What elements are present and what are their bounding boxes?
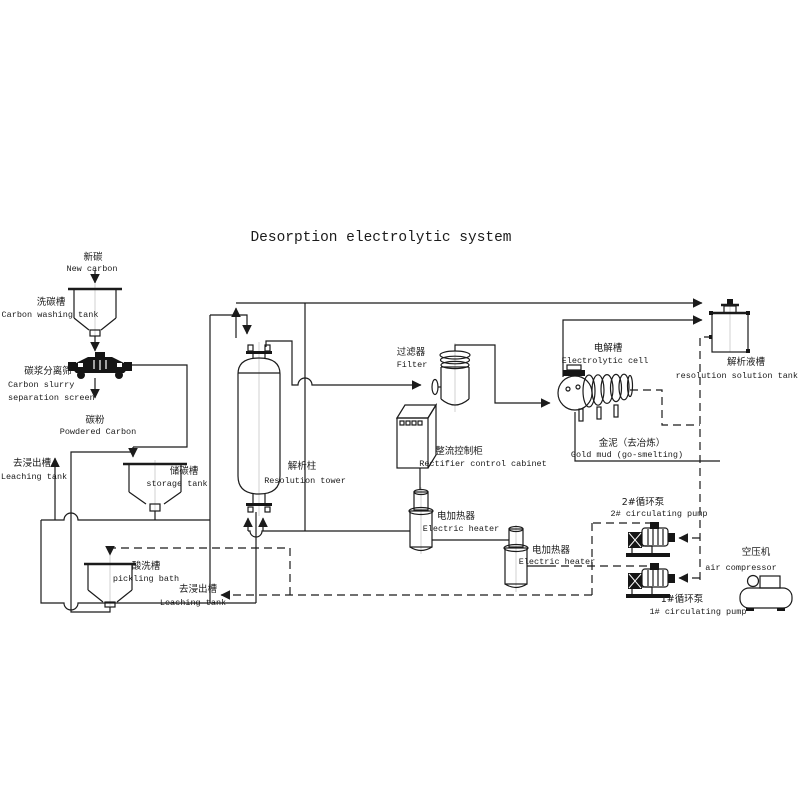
diagram-labels: 新碳 New carbon 洗碳槽 Carbon washing tank 碳浆… [1, 251, 798, 617]
circulating-pump-2-label-en: 2# circulating pump [611, 509, 708, 519]
storage-discharge-header [41, 512, 210, 521]
filter-to-cell-line [454, 344, 551, 408]
separation-screen-label-en1: Carbon slurry [8, 380, 74, 390]
gold-mud-line [574, 412, 720, 462]
leaching-tank-bottom-label-en: Leaching tank [160, 598, 226, 608]
new-carbon-label-zh: 新碳 [83, 251, 103, 263]
powdered-carbon-label-zh: 碳粉 [85, 414, 105, 426]
carbon-washing-tank-label-zh: 洗碳槽 [37, 296, 66, 308]
carbon-washing-tank-label-en: Carbon washing tank [2, 310, 99, 320]
tower-to-filter-line [265, 340, 422, 390]
process-pipes-dashed [105, 336, 712, 600]
storage-tank-icon [123, 462, 187, 512]
storage-tank-label-zh: 储碳槽 [170, 465, 199, 477]
resolution-solution-tank-icon [709, 299, 750, 353]
electric-heater-1-label-en: Electric heater [423, 524, 500, 534]
process-pipes-solid [40, 270, 720, 613]
electric-heater-2-label-en: Electric heater [519, 557, 596, 567]
electrolytic-cell-label-en: Electrolytic cell [562, 356, 649, 366]
cell-to-tank-line [562, 315, 703, 377]
rectifier-cabinet-label-zh: 整流控制柜 [435, 445, 483, 457]
circulating-pump-1-label-zh: 1#循环泵 [661, 593, 704, 605]
bottom-return-line [40, 520, 256, 611]
circulating-pump-1-icon [626, 563, 675, 598]
tower-reflux-line [210, 314, 252, 335]
resolution-tower-icon [237, 344, 281, 513]
electric-heater-2-icon [503, 525, 529, 589]
leaching-tank-left-label-en: Leaching tank [1, 472, 67, 482]
air-compressor-icon [739, 574, 793, 611]
air-compressor-label-en: air compressor [705, 563, 776, 573]
circulating-pump-1-label-en: 1# circulating pump [650, 607, 747, 617]
pickling-bath-label-zh: 酸洗槽 [132, 560, 161, 572]
filter-label-en: Filter [397, 360, 428, 370]
separation-screen-label-zh: 碳浆分离筛 [24, 365, 72, 377]
pickling-inlet-line [105, 546, 291, 595]
resolution-tower-label-en: Resolution tower [264, 476, 346, 486]
tank-to-pumps-line [699, 336, 712, 580]
cell-drain-line [630, 389, 700, 426]
gold-mud-label-en: Gold mud (go-smelting) [571, 450, 683, 460]
electric-heater-1-icon [408, 488, 434, 552]
pickling-bath-icon [84, 562, 136, 608]
storage-tank-label-en: storage tank [146, 479, 207, 489]
air-compressor-label-zh: 空压机 [742, 546, 771, 558]
filter-label-zh: 过滤器 [397, 346, 426, 358]
circulating-pump-2-label-zh: 2#循环泵 [622, 496, 665, 508]
electric-heater-2-label-zh: 电加热器 [532, 544, 571, 556]
rectifier-cabinet-label-en: Rectifier control cabinet [419, 459, 547, 469]
diagram-title: Desorption electrolytic system [250, 230, 511, 246]
heater-to-tower-line [248, 530, 410, 538]
leaching-tank-bottom-label-zh: 去浸出槽 [179, 583, 218, 595]
electrolytic-cell-label-zh: 电解槽 [594, 342, 623, 354]
leaching-tank-left-label-zh: 去浸出槽 [13, 457, 52, 469]
electrolytic-cell-icon [557, 364, 634, 422]
separation-screen-icon [68, 352, 132, 379]
filter-icon [431, 350, 471, 406]
pickling-bath-label-en: pickling bath [113, 574, 179, 584]
circulating-pump-2-icon [626, 522, 675, 557]
resolution-solution-tank-label-en: resolution solution tank [676, 371, 798, 381]
gold-mud-label-zh: 金泥（去冶炼） [599, 437, 666, 449]
electric-heater-1-label-zh: 电加热器 [437, 510, 476, 522]
pickling-return-line [70, 451, 133, 613]
rectifier-cabinet-icon [395, 402, 438, 469]
screen-to-storage-line [130, 364, 188, 448]
resolution-tower-label-zh: 解析柱 [288, 460, 317, 472]
carbon-washing-tank-icon [68, 287, 122, 337]
powdered-carbon-label-en: Powdered Carbon [60, 427, 137, 437]
resolution-solution-tank-label-zh: 解析液槽 [727, 356, 766, 368]
centerlines [94, 284, 731, 606]
separation-screen-label-en2: separation screen [8, 393, 95, 403]
new-carbon-label-en: New carbon [66, 264, 117, 274]
